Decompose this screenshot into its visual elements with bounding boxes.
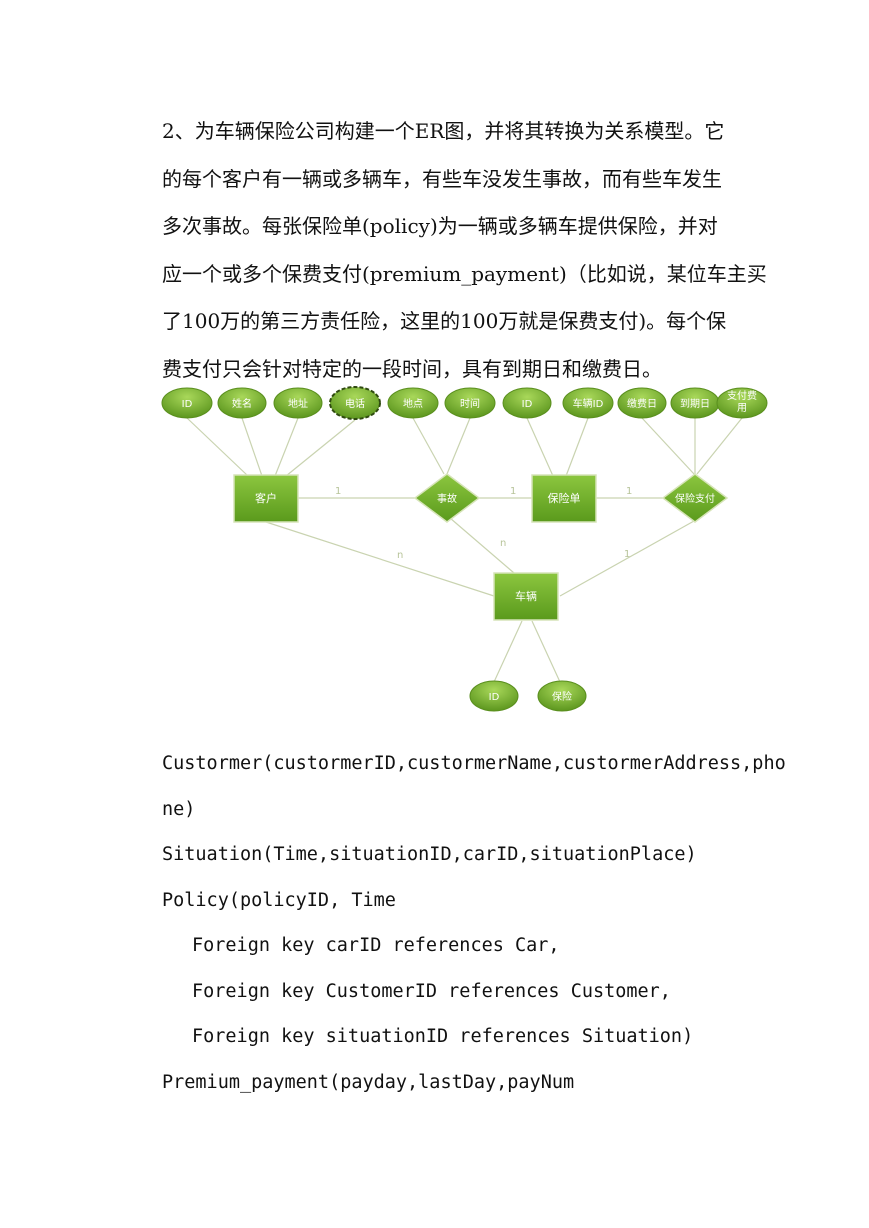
attribute-customer-id: ID [161, 387, 213, 419]
svg-text:车辆: 车辆 [515, 589, 537, 603]
schema-line: Foreign key carID references Car, [192, 935, 560, 956]
svg-text:电话: 电话 [345, 397, 365, 410]
relationship-accident: 事故 [413, 473, 481, 523]
attribute-policy-car-id: 车辆ID [562, 387, 614, 419]
paragraph-line: 多次事故。每张保险单(policy)为一辆或多辆车提供保险，并对 [162, 214, 718, 238]
problem-paragraph: 2、为车辆保险公司构建一个ER图，并将其转换为关系模型。它 的每个客户有一辆或多… [162, 108, 767, 393]
attribute-policy-id: ID [502, 387, 552, 419]
schema-line: Foreign key CustomerID references Custom… [192, 981, 671, 1002]
svg-text:ID: ID [182, 399, 193, 410]
cardinality-label: n [500, 538, 506, 549]
schema-line: Policy(policyID, Time [162, 890, 396, 911]
entity-customer: 客户 [233, 474, 299, 523]
svg-text:车辆ID: 车辆ID [573, 397, 604, 410]
svg-text:地址: 地址 [288, 397, 308, 410]
schema-line: Custormer(custormerID,custormerName,cust… [162, 753, 786, 774]
paragraph-line: 2、为车辆保险公司构建一个ER图，并将其转换为关系模型。它 [162, 119, 725, 143]
svg-text:保险: 保险 [552, 690, 572, 703]
entity-policy: 保险单 [531, 474, 597, 523]
attribute-car-id: ID [469, 680, 519, 712]
svg-text:客户: 客户 [255, 491, 277, 505]
paragraph-line: 了100万的第三方责任险，这里的100万就是保费支付)。每个保 [162, 309, 727, 333]
attribute-accident-place: 地点 [387, 387, 439, 419]
connection-lines [186, 417, 743, 683]
svg-text:用: 用 [737, 403, 747, 414]
svg-text:地点: 地点 [403, 397, 423, 410]
paragraph-line: 的每个客户有一辆或多辆车，有些车没发生事故，而有些车发生 [162, 166, 722, 191]
attribute-customer-name: 姓名 [217, 387, 267, 419]
schema-line: Foreign key situationID references Situa… [192, 1026, 694, 1047]
cardinality-label: n [397, 550, 403, 561]
attribute-accident-time: 时间 [444, 387, 496, 419]
cardinality-label: 1 [626, 486, 632, 497]
svg-text:到期日: 到期日 [680, 398, 710, 410]
paragraph-line: 应一个或多个保费支付(premium_payment)（比如说，某位车主买 [162, 261, 767, 286]
attribute-payment-fee: 支付费 用 [716, 387, 768, 419]
cardinality-label: 1 [335, 486, 341, 497]
attribute-customer-phone: 电话 [329, 386, 381, 420]
schema-line: ne) [162, 799, 196, 820]
relationship-payment: 保险支付 [661, 473, 729, 523]
attribute-pay-day: 缴费日 [617, 387, 667, 419]
attribute-customer-address: 地址 [273, 387, 323, 419]
svg-text:时间: 时间 [460, 397, 480, 410]
svg-text:姓名: 姓名 [232, 397, 252, 410]
attribute-due-date: 到期日 [670, 387, 720, 419]
svg-text:保险单: 保险单 [548, 491, 581, 505]
er-diagram: 1 1 1 n n 1 ID 姓名 地址 电话 地点 时间 ID 车辆ID 缴费… [161, 386, 768, 712]
schema-line: Premium_payment(payday,lastDay,payNum [162, 1072, 575, 1093]
svg-text:保险支付: 保险支付 [675, 492, 715, 505]
attribute-car-insurance: 保险 [537, 680, 587, 712]
paragraph-line: 费支付只会针对特定的一段时间，具有到期日和缴费日。 [162, 356, 662, 381]
entity-car: 车辆 [493, 572, 559, 621]
svg-text:事故: 事故 [437, 492, 457, 505]
schema-line: Situation(Time,situationID,carID,situati… [162, 844, 697, 865]
svg-text:ID: ID [522, 399, 533, 410]
svg-text:ID: ID [489, 692, 500, 703]
svg-text:缴费日: 缴费日 [627, 397, 657, 410]
cardinality-label: 1 [510, 486, 516, 497]
cardinality-label: 1 [624, 549, 630, 560]
svg-text:支付费: 支付费 [727, 389, 757, 402]
